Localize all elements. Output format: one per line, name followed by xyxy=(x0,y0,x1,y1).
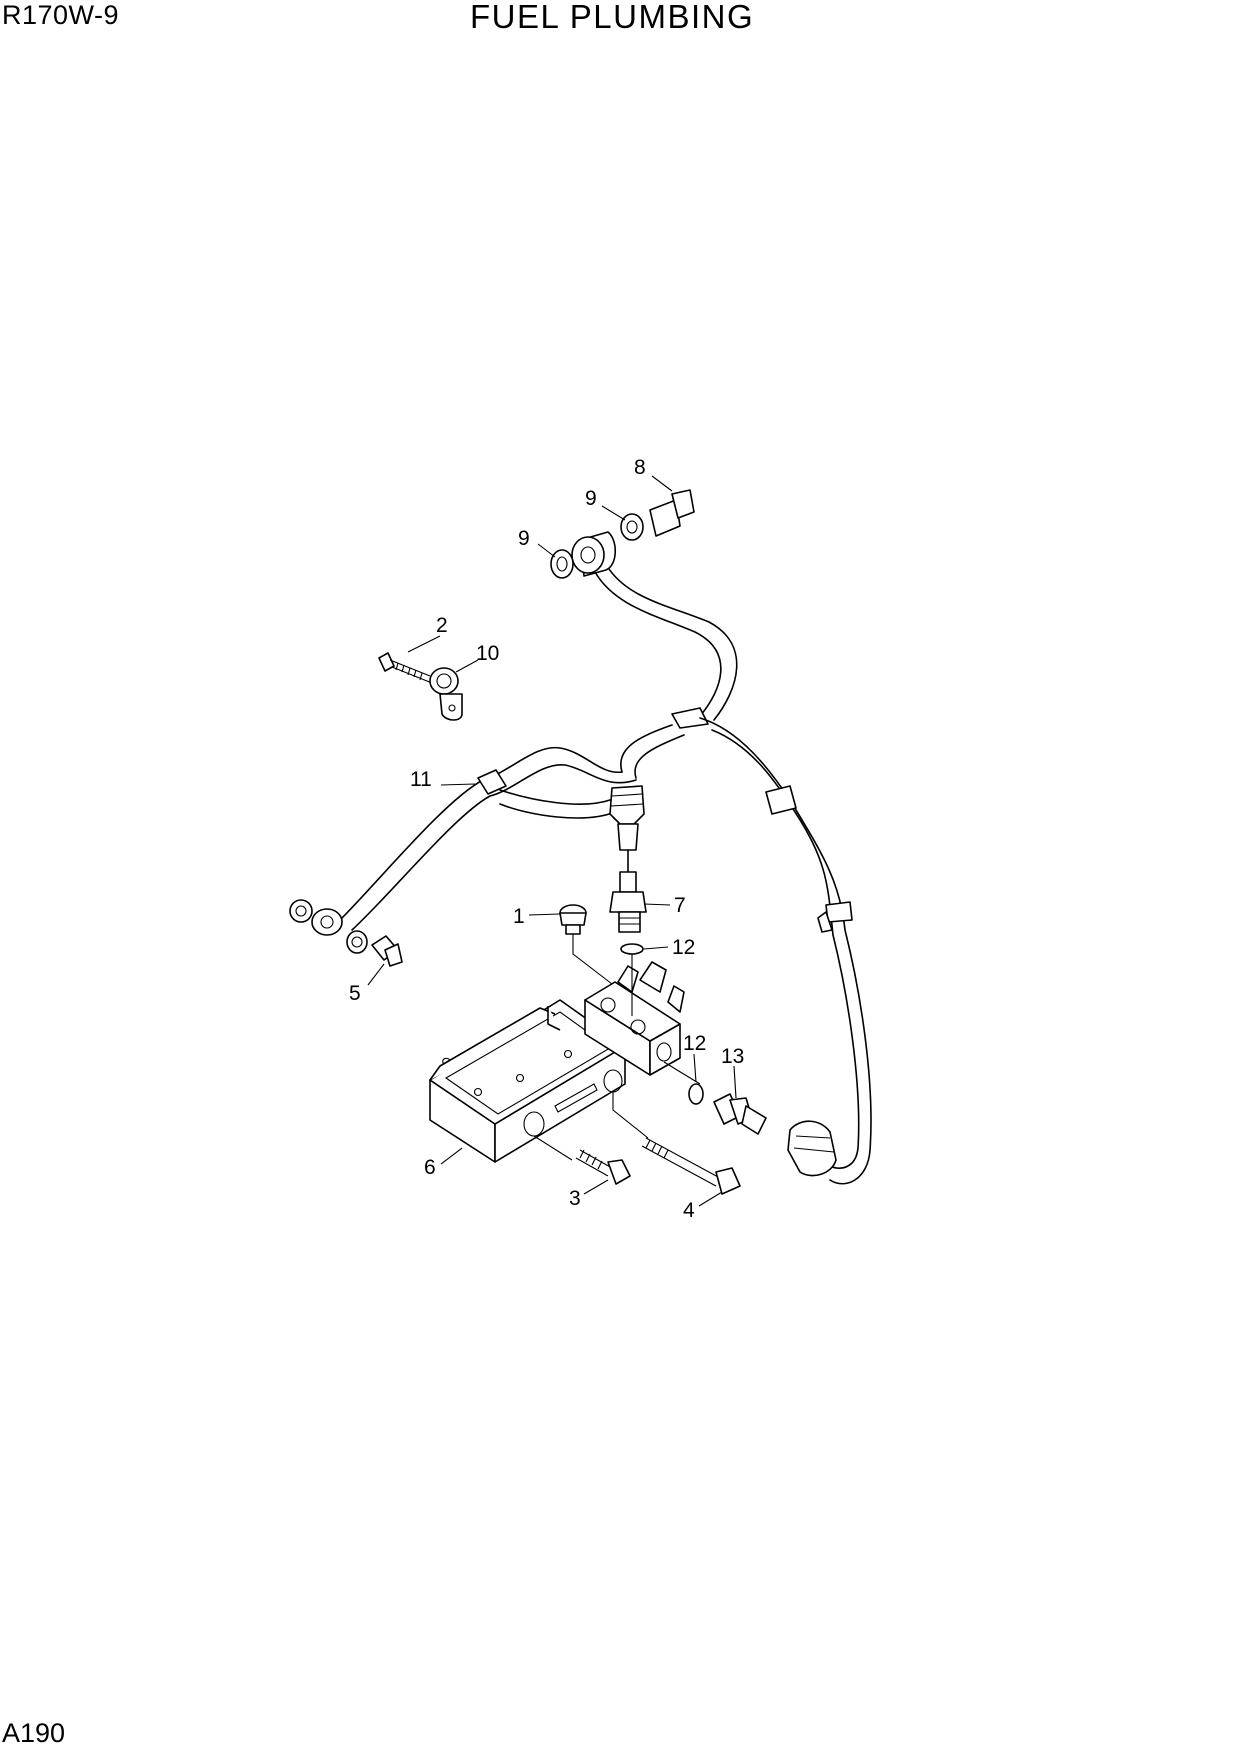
callout-7: 7 xyxy=(674,894,686,917)
plug-1 xyxy=(559,904,587,935)
callout-1: 1 xyxy=(513,905,525,928)
washer-9-upper xyxy=(620,513,644,541)
callout-4: 4 xyxy=(683,1199,695,1222)
callout-8: 8 xyxy=(634,456,646,479)
fuel-pipe-item-11 xyxy=(339,724,685,931)
washer-left-outer xyxy=(289,899,313,923)
model-code: R170W-9 xyxy=(2,0,120,30)
o-ring-12-upper xyxy=(620,943,644,955)
o-ring-12-lower xyxy=(688,1083,704,1105)
washer-9-lower xyxy=(550,549,574,579)
quick-connector xyxy=(787,1120,837,1177)
page-title: FUEL PLUMBING xyxy=(470,0,755,35)
callout-13: 13 xyxy=(721,1045,744,1068)
filter-head-bracket-6 xyxy=(429,961,685,1163)
callout-11: 11 xyxy=(410,768,432,791)
tee-junction xyxy=(671,707,709,729)
callout-12-upper: 12 xyxy=(672,936,695,959)
callout-12-lower: 12 xyxy=(683,1032,706,1055)
left-banjo-eye xyxy=(311,908,343,936)
bolt-4 xyxy=(641,1137,741,1195)
bolt-3 xyxy=(575,1149,631,1185)
connector-13 xyxy=(713,1093,767,1135)
connector-7 xyxy=(609,871,647,933)
callout-9-upper: 9 xyxy=(585,487,597,510)
callout-5: 5 xyxy=(349,982,361,1005)
banjo-bolt-8 xyxy=(649,489,695,537)
pipe-clamp-left xyxy=(477,769,507,795)
callout-leaders xyxy=(367,475,737,1207)
washer-left-inner xyxy=(346,930,368,954)
pipe-clamp-10 xyxy=(429,667,463,721)
page-code: A190 xyxy=(2,1718,66,1748)
upper-fuel-pipe xyxy=(594,565,738,721)
callout-3: 3 xyxy=(569,1187,581,1210)
elbow-fitting xyxy=(609,785,645,873)
callout-10: 10 xyxy=(476,642,499,665)
callout-9-lower: 9 xyxy=(518,527,530,550)
callout-6: 6 xyxy=(424,1156,436,1179)
banjo-bolt-5 xyxy=(371,935,403,967)
assembly-paths xyxy=(533,934,701,1161)
callout-2: 2 xyxy=(436,614,448,637)
bolt-2 xyxy=(378,652,433,684)
right-fuel-pipe xyxy=(699,717,872,1185)
top-banjo-eye xyxy=(571,531,617,577)
